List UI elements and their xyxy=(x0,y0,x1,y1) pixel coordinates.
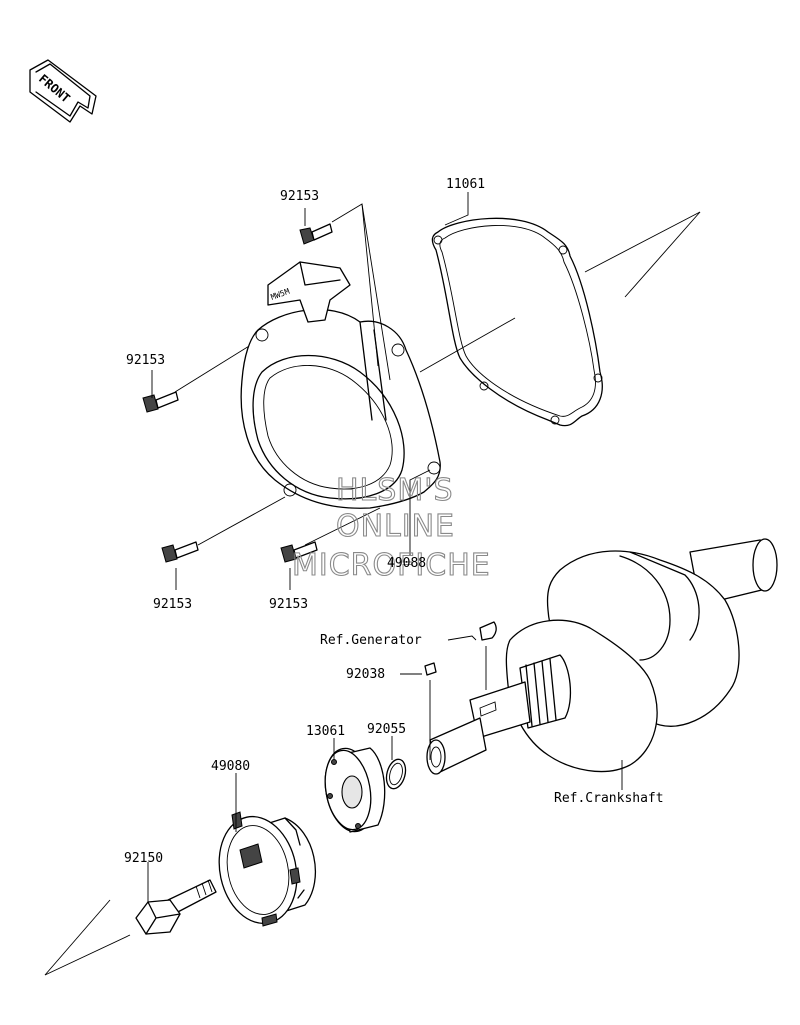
watermark: HLSM'S ONLINE MICROFICHE xyxy=(291,472,491,583)
label-92055: 92055 xyxy=(367,722,406,737)
pulley-49080 xyxy=(218,811,317,927)
axis-lines xyxy=(44,211,701,976)
label-ref-crankshaft: Ref.Crankshaft xyxy=(554,791,664,806)
label-11061: 11061 xyxy=(446,177,485,192)
label-92153-bottom-left: 92153 xyxy=(153,597,192,612)
leader-lines xyxy=(147,192,623,902)
label-ref-generator: Ref.Generator xyxy=(320,633,422,648)
part-labels: 11061 92153 92153 92153 92153 49088 Ref.… xyxy=(124,177,664,866)
label-49088: 49088 xyxy=(387,556,426,571)
crankshaft xyxy=(426,538,778,775)
watermark-line-1: HLSM'S xyxy=(336,473,454,508)
bolt-92150-icon xyxy=(135,879,217,935)
key-ref-generator-icon xyxy=(479,621,497,641)
bolt-92153-left-icon xyxy=(142,391,179,413)
label-92153-bottom-right: 92153 xyxy=(269,597,308,612)
watermark-line-3: MICROFICHE xyxy=(292,548,491,583)
key-92038-icon xyxy=(424,662,437,676)
label-92153-top: 92153 xyxy=(280,189,319,204)
hub-13061 xyxy=(324,747,386,833)
label-92153-left: 92153 xyxy=(126,353,165,368)
label-92038: 92038 xyxy=(346,667,385,682)
watermark-line-2: ONLINE xyxy=(336,509,455,544)
bolt-92153-bottom-left-icon xyxy=(161,541,199,563)
bolt-92153-bottom-right-icon xyxy=(280,541,318,563)
bolt-92153-top-icon xyxy=(299,223,333,245)
label-49080: 49080 xyxy=(211,759,250,774)
o-ring-92055-icon xyxy=(385,758,407,790)
recoil-starter-cover: MW5M xyxy=(240,261,441,509)
front-arrow-icon: FRONT xyxy=(29,59,97,123)
label-92150: 92150 xyxy=(124,851,163,866)
gasket-11061 xyxy=(431,217,603,427)
label-13061: 13061 xyxy=(306,724,345,739)
